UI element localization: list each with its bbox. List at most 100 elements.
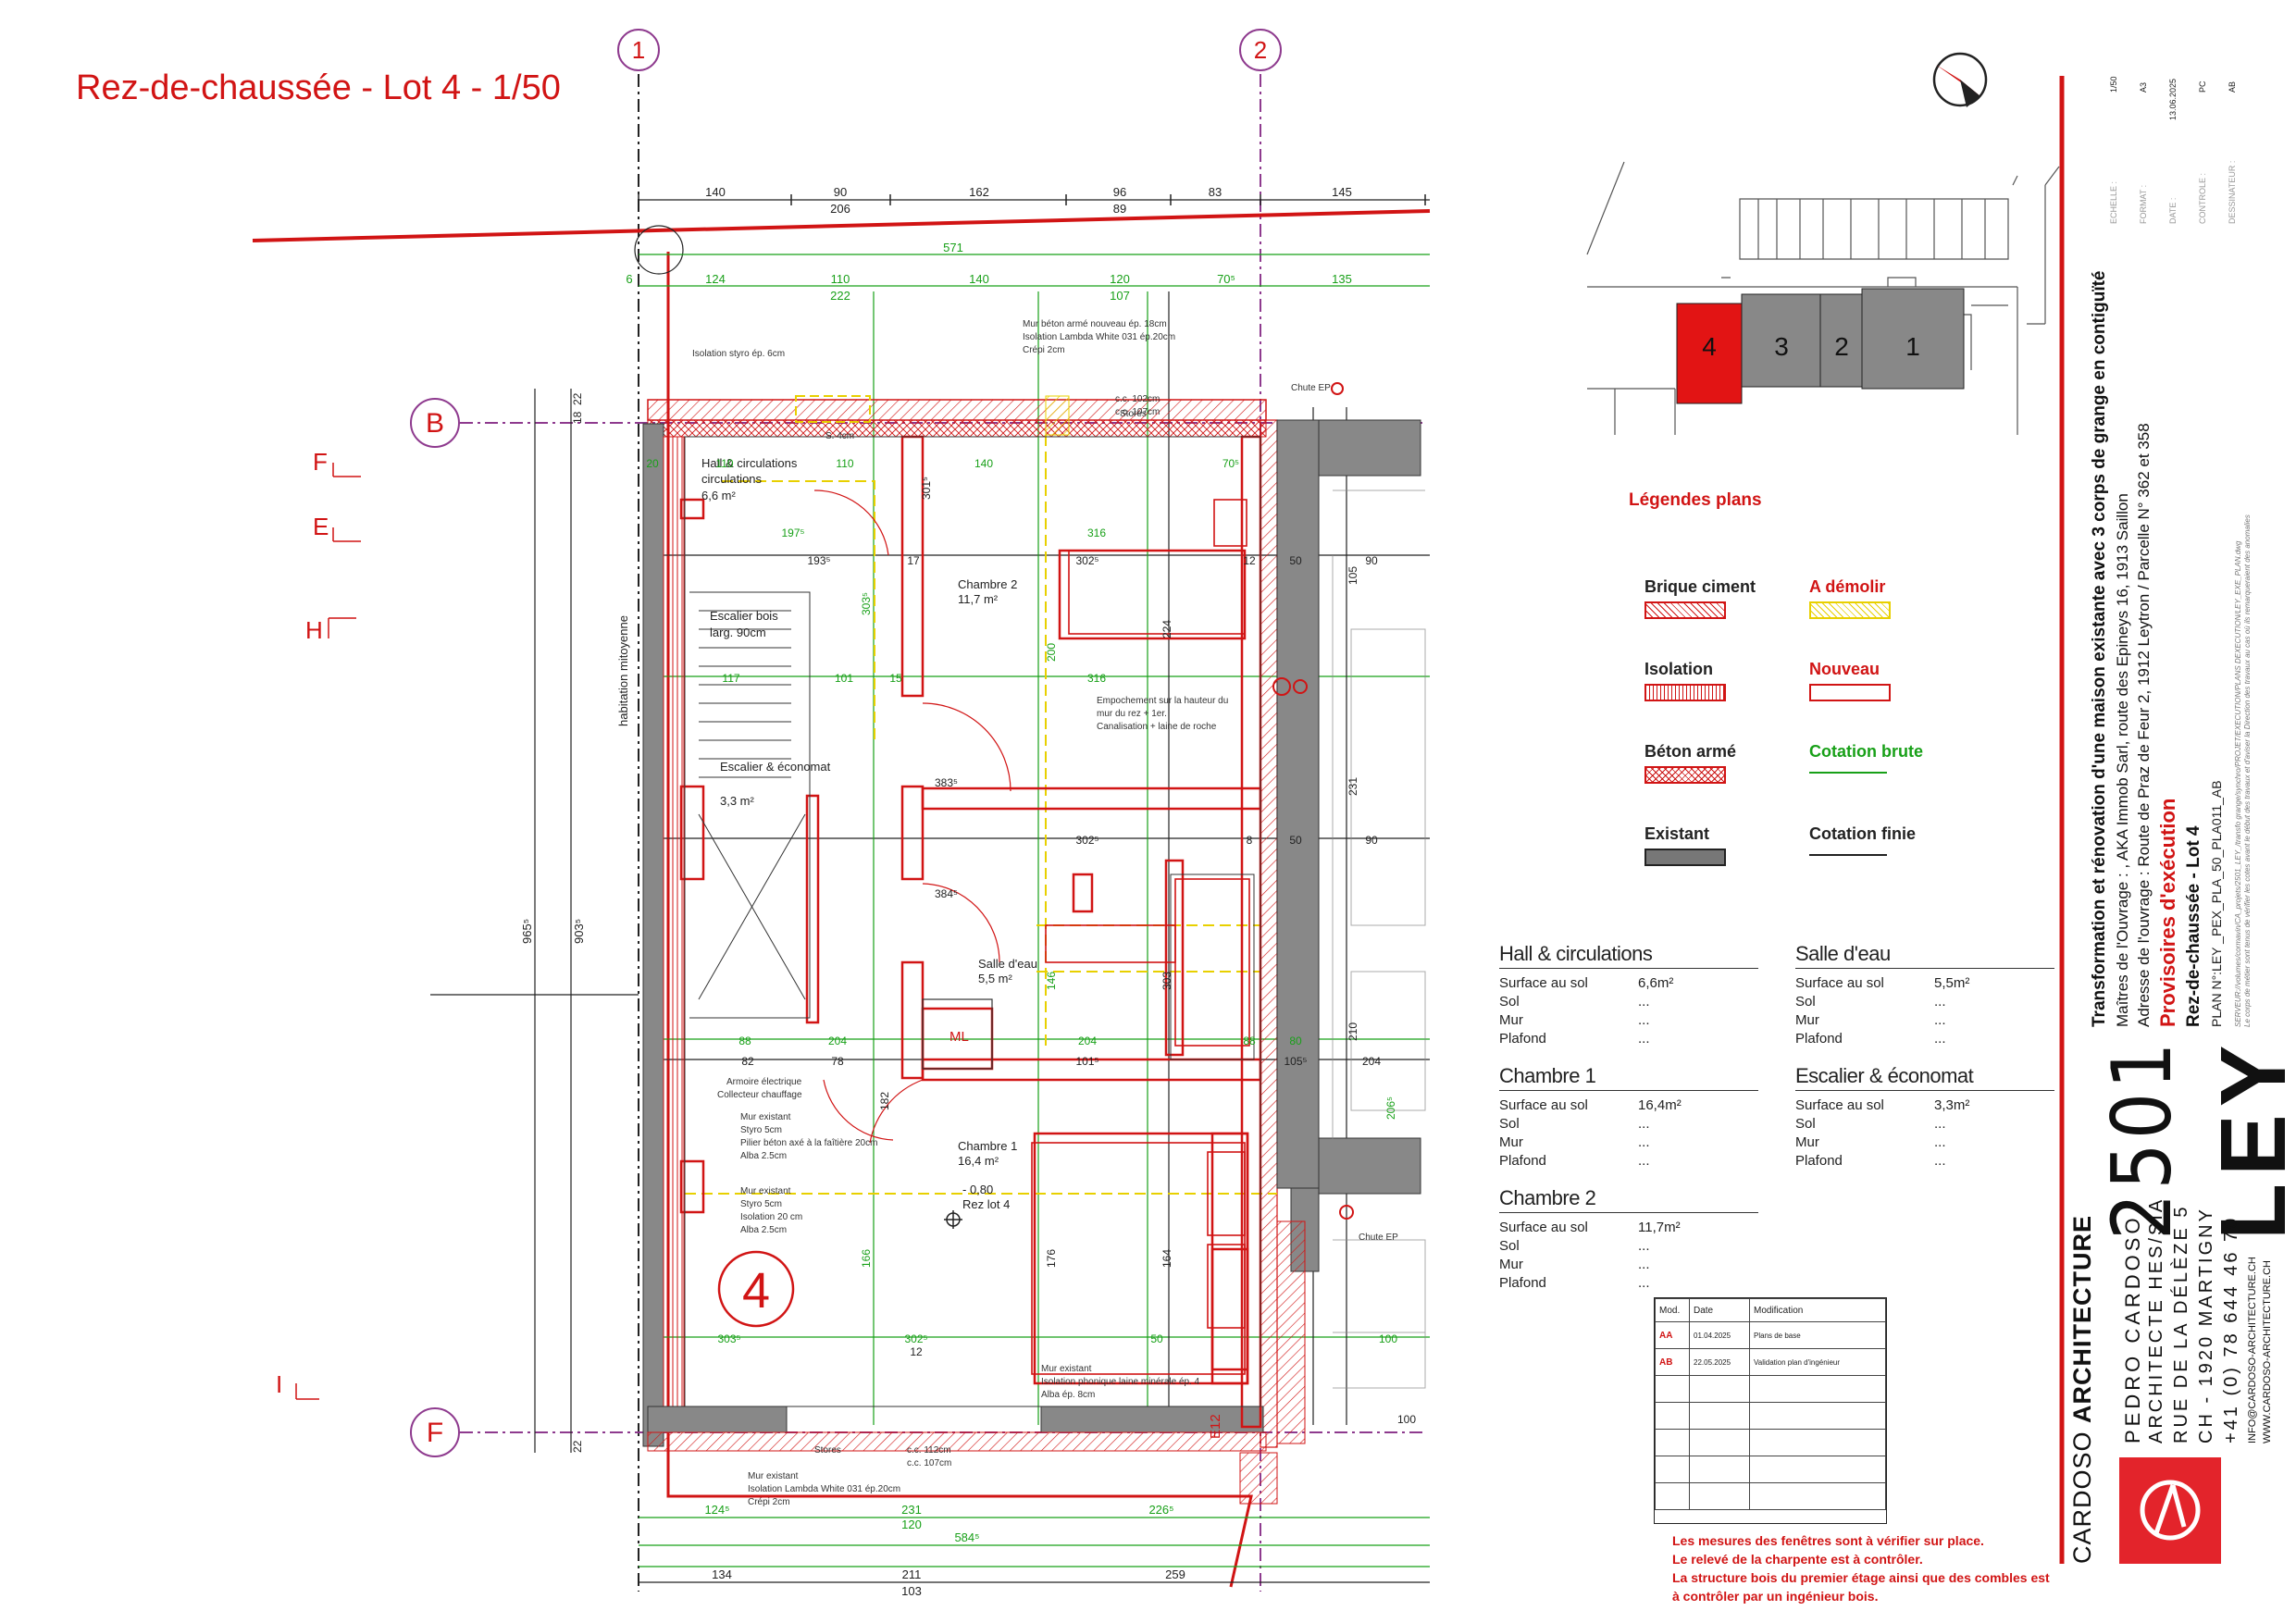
svg-text:Crépi 2cm: Crépi 2cm [748,1497,790,1507]
axis-b-label: B [426,408,444,439]
svg-text:83: 83 [1209,185,1222,199]
legend-label-brique: Brique ciment [1644,577,1756,596]
disclaimer: Le corps de métier sont tenus de vérifie… [2243,514,2252,1027]
svg-text:110: 110 [831,272,850,286]
firm-website[interactable]: WWW.CARDOSO-ARCHITECTURE.CH [2262,1260,2273,1443]
svg-text:Mur béton armé nouveau ép. 18c: Mur béton armé nouveau ép. 18cm [1023,319,1167,329]
svg-text:384⁵: 384⁵ [935,887,958,900]
door-swings [813,489,1011,1144]
svg-text:Chute EP: Chute EP [1291,383,1331,393]
situation-plan [1586,161,2060,435]
svg-text:316: 316 [1087,527,1106,539]
interior-dimensions: 20 110 110 140 70⁵ 197⁵ 316 193⁵ 302⁵ 17… [646,457,1416,1426]
svg-text:Alba ép. 8cm: Alba ép. 8cm [1041,1390,1095,1400]
svg-text:Chambre 2: Chambre 2 [958,577,1017,591]
dim-left-2: 903⁵ [572,919,586,944]
mod-header-mod: Mod. [1655,1298,1690,1322]
svg-text:Isolation Lambda White 031 ép.: Isolation Lambda White 031 ép.20cm [1023,332,1175,342]
situation-lot-1 [1861,288,1965,390]
svg-text:88: 88 [738,1035,751,1047]
svg-text:182: 182 [878,1092,891,1110]
dims-bottom: 124⁵ 231 226⁵ 120 584⁵ 134 211 103 259 [704,1503,1185,1598]
svg-text:Alba 2.5cm: Alba 2.5cm [740,1225,787,1235]
firm-email[interactable]: INFO@CARDOSO-ARCHITECTURE.CH [2247,1257,2258,1443]
plan-number: PLAN N°:LEY _PEX_PLA_50_PLA011_AB [2209,780,2224,1027]
svg-text:259: 259 [1165,1567,1185,1581]
svg-text:17: 17 [907,554,920,567]
svg-text:206⁵: 206⁵ [1384,1096,1397,1120]
svg-text:F: F [313,448,328,476]
svg-text:Armoire électrique: Armoire électrique [726,1077,802,1087]
legend-swatch-brique [1644,601,1726,619]
svg-text:103: 103 [901,1584,922,1598]
svg-text:100: 100 [1397,1413,1416,1426]
axis-1-label: 1 [632,36,645,64]
svg-text:H: H [305,616,323,644]
legend-label-cotation-finie: Cotation finie [1809,824,1916,843]
svg-text:210: 210 [1347,1022,1359,1041]
firm-line-2: ARCHITECTE HES/SIA [2146,1196,2166,1443]
meta-value-controle: PC [2198,81,2207,93]
svg-text:Isolation Lambda White 031 ép.: Isolation Lambda White 031 ép.20cm [748,1484,900,1494]
firm-line-3: RUE DE LA DÉLÈZE 5 [2171,1204,2191,1443]
furniture [1031,499,1250,1375]
legend-label-existant: Existant [1644,824,1710,843]
svg-text:200: 200 [1045,643,1058,662]
mod-header-modification: Modification [1749,1298,1886,1322]
svg-text:226⁵: 226⁵ [1148,1503,1173,1517]
project-owner: Maîtres de l'Ouvrage : , AKA Immob Sarl,… [2114,493,2131,1027]
svg-text:50: 50 [1150,1332,1163,1345]
meta-label-format: FORMAT : [2139,184,2148,224]
interior-dimensions-vertical: 105 231 210 206⁵ 176 164 166 224 200 146… [860,477,1397,1268]
meta-value-dessinateur: AB [2228,81,2237,93]
dims-top-green: 571 6 124 110 222 140 120 107 70⁵ 135 [626,241,1351,303]
firm-line-1: PEDRO CARDOSO [2121,1214,2144,1443]
svg-text:Escalier bois: Escalier bois [710,609,778,623]
svg-text:164: 164 [1160,1249,1173,1268]
legend-swatch-nouveau [1809,684,1891,701]
svg-text:70⁵: 70⁵ [1217,272,1235,286]
plan-status: Provisoires d'exécution [2156,798,2179,1027]
svg-text:303⁵: 303⁵ [860,592,873,615]
svg-text:Stores: Stores [814,1445,841,1456]
svg-text:Isolation 20 cm: Isolation 20 cm [740,1212,802,1222]
svg-text:Hall & circulations: Hall & circulations [701,456,798,470]
svg-text:70⁵: 70⁵ [1222,457,1239,470]
svg-text:100: 100 [1379,1332,1397,1345]
svg-text:166: 166 [860,1249,873,1268]
svg-text:120: 120 [901,1518,922,1531]
svg-text:20: 20 [646,457,659,470]
walls [642,399,1421,1505]
svg-text:88: 88 [1243,1035,1256,1047]
room-labels-on-plan: Hall & circulations circulations 6,6 m² … [701,456,1037,1211]
svg-text:301⁵: 301⁵ [920,477,933,500]
svg-text:120: 120 [1110,272,1130,286]
svg-text:1: 1 [1905,332,1920,361]
legend-swatch-beton [1644,766,1726,784]
legend-label-beton: Béton armé [1644,742,1737,761]
plan-name: Rez-de-chaussée - Lot 4 [2184,825,2203,1028]
svg-text:Collecteur chauffage: Collecteur chauffage [717,1090,802,1100]
svg-text:90: 90 [1365,834,1378,847]
axis-2-label: 2 [1254,36,1267,64]
svg-text:80: 80 [1289,1035,1302,1047]
meta-label-date: DATE : [2168,197,2178,224]
svg-text:5,5 m²: 5,5 m² [978,972,1013,985]
svg-text:c.c. 102cm: c.c. 102cm [1115,394,1160,404]
svg-text:50: 50 [1289,834,1302,847]
svg-text:107: 107 [1110,289,1130,303]
svg-text:303: 303 [1160,972,1173,990]
svg-text:302⁵: 302⁵ [1076,834,1099,847]
svg-text:4: 4 [1702,332,1717,361]
svg-text:3,3 m²: 3,3 m² [720,794,755,808]
notes: Les mesures des fenêtres sont à vérifier… [1672,1533,2050,1604]
meta-label-echelle: ECHELLE : [2109,180,2118,224]
legend-swatch-isolation [1644,684,1726,701]
meta-label-controle: CONTROLE : [2198,172,2207,224]
